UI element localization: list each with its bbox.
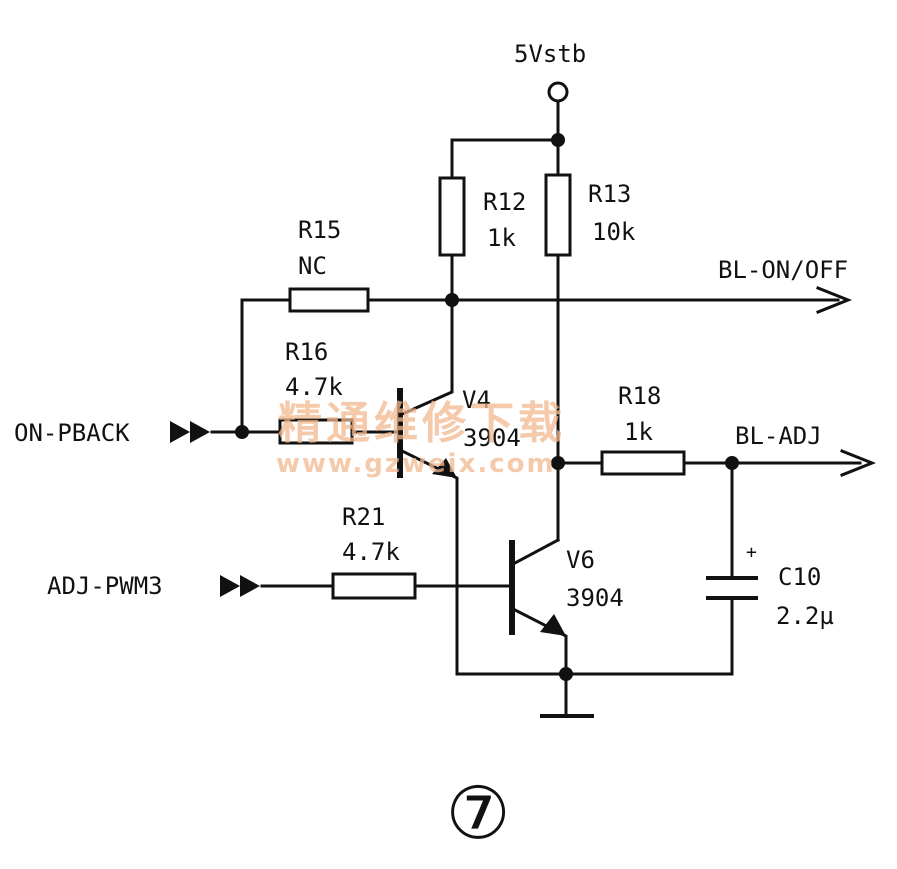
supply-label: 5Vstb	[514, 40, 586, 68]
resistor-r16	[278, 418, 354, 445]
junction-dot	[725, 456, 739, 470]
on-pback-input-arrow	[170, 421, 210, 443]
resistor-r12	[438, 176, 466, 257]
r12-name: R12	[483, 188, 526, 216]
junction-dot	[551, 456, 565, 470]
c10-name: C10	[778, 563, 821, 591]
signal-on-pback: ON-PBACK	[14, 419, 130, 447]
r15-value: NC	[298, 252, 327, 280]
v4-name: V4	[462, 386, 491, 414]
watermark-url: www.gzweix.com	[276, 449, 556, 479]
transistor-v6	[509, 540, 566, 636]
r21-name: R21	[342, 503, 385, 531]
adj-pwm3-input-arrow	[220, 575, 260, 597]
watermark-text: 精通维修下载	[278, 398, 566, 449]
r13-name: R13	[588, 180, 631, 208]
r21-value: 4.7k	[342, 538, 400, 566]
resistor-r15	[288, 287, 370, 313]
junction-dot	[559, 667, 573, 681]
transistor-v4	[397, 388, 457, 478]
c10-polarity: +	[746, 542, 757, 563]
resistor-r18	[600, 450, 686, 476]
resistor-r13	[544, 173, 572, 257]
capacitor-c10	[706, 576, 758, 600]
figure-number: ⑦	[446, 771, 511, 855]
junction-dot	[445, 293, 459, 307]
r18-value: 1k	[624, 418, 653, 446]
r16-name: R16	[285, 338, 328, 366]
v6-name: V6	[566, 546, 595, 574]
c10-value: 2.2µ	[776, 602, 834, 630]
resistor-r21	[331, 572, 417, 600]
signal-adj-pwm3: ADJ-PWM3	[47, 572, 163, 600]
supply-terminal	[547, 81, 569, 103]
r15-name: R15	[298, 216, 341, 244]
r12-value: 1k	[487, 224, 516, 252]
junction-dot	[235, 425, 249, 439]
v6-value: 3904	[566, 584, 624, 612]
junction-dot	[551, 133, 565, 147]
signal-bl-on-off: BL-ON/OFF	[718, 256, 848, 284]
r18-name: R18	[618, 382, 661, 410]
r16-value: 4.7k	[285, 373, 343, 401]
bl-adj-arrow	[840, 449, 877, 477]
signal-bl-adj: BL-ADJ	[735, 422, 822, 450]
v4-value: 3904	[463, 424, 521, 452]
r13-value: 10k	[592, 218, 636, 246]
bl-on-off-arrow	[816, 286, 853, 314]
